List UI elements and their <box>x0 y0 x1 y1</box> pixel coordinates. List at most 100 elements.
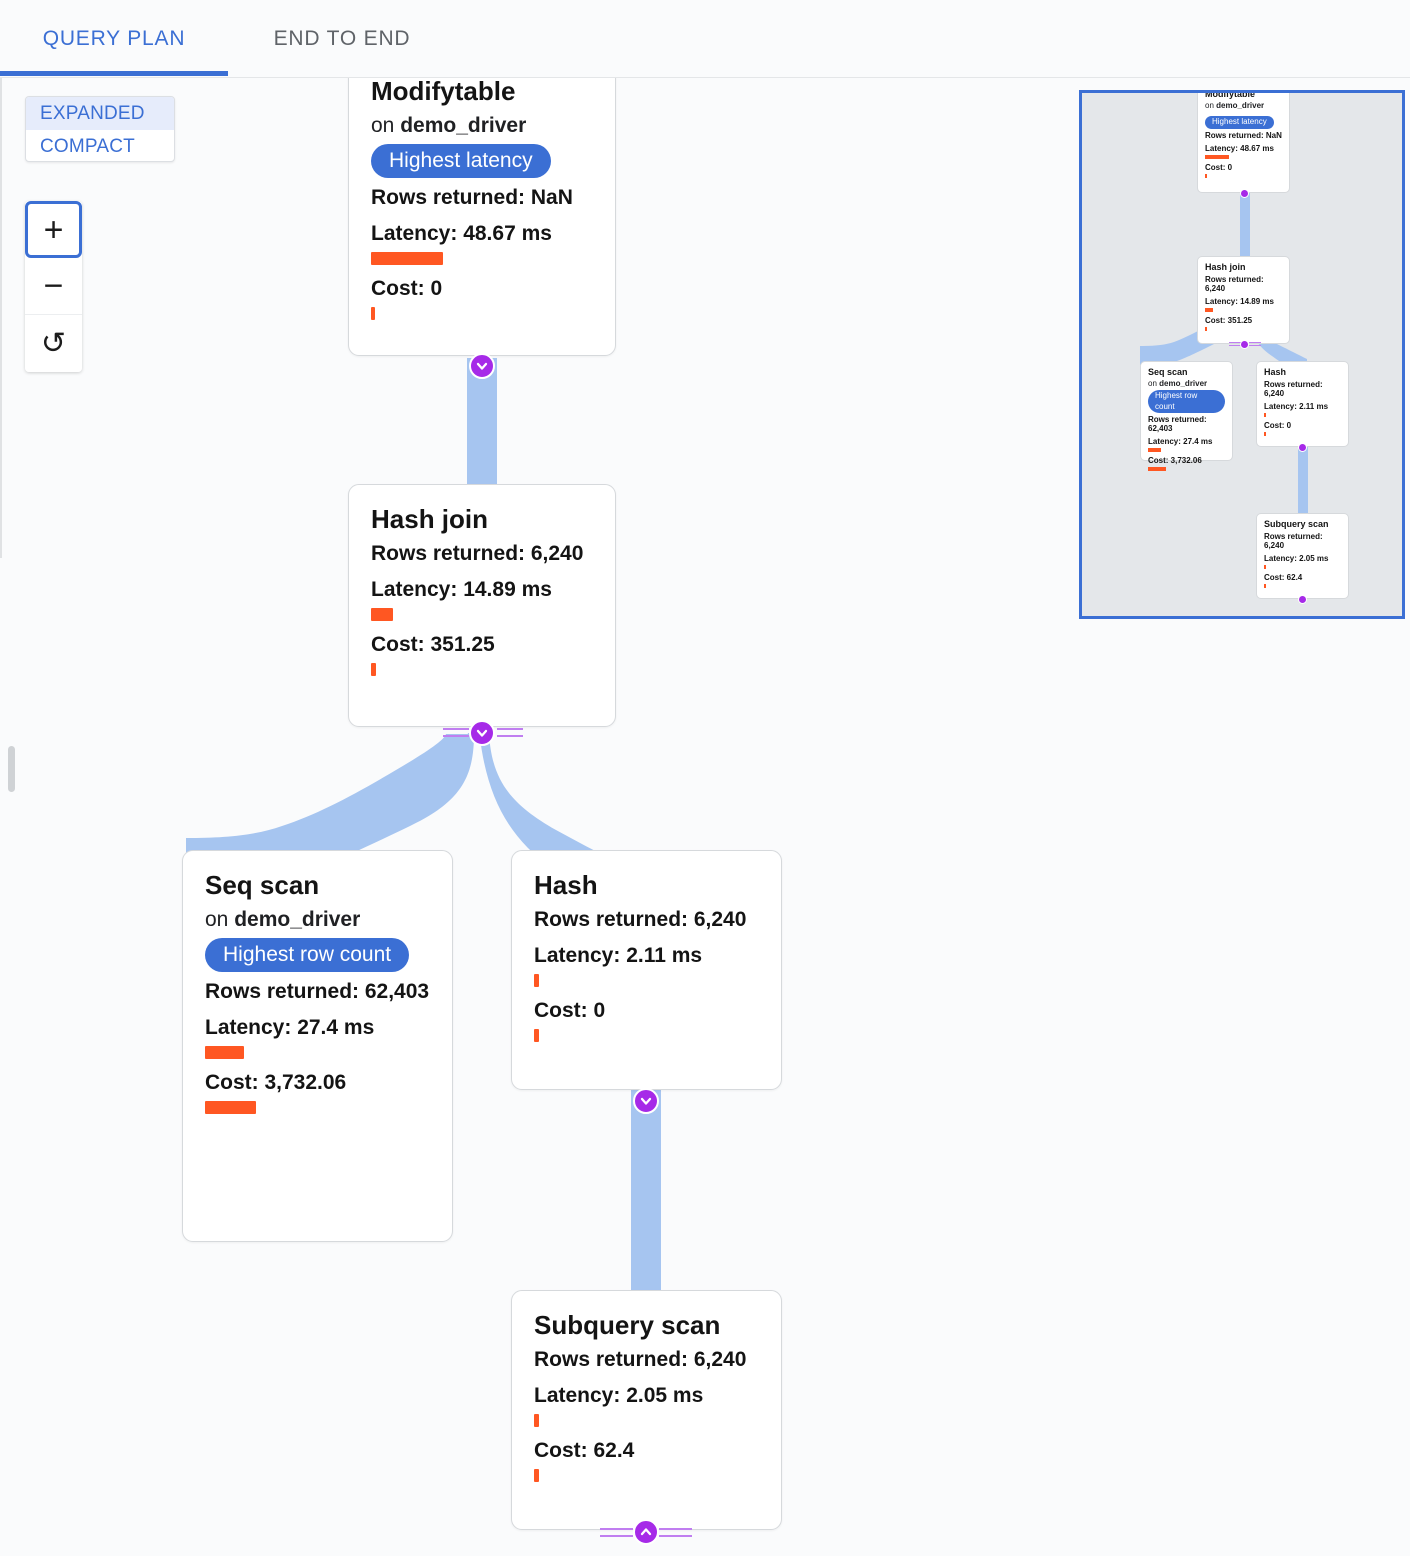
chevron-down-icon <box>640 1097 652 1105</box>
latency-bar <box>1148 448 1161 453</box>
metric-cost: Cost: 351.25 <box>371 632 495 656</box>
latency-bar <box>1205 154 1229 159</box>
metric-cost: Cost: 351.25 <box>1205 315 1253 325</box>
minus-icon: − <box>43 267 64 305</box>
latency-bar <box>1264 412 1266 417</box>
plan-node-subqueryscan[interactable]: Subquery scan Rows returned: 6,240 Laten… <box>511 1290 782 1530</box>
relation-name: demo_driver <box>1159 378 1208 388</box>
metric-cost: Cost: 0 <box>371 276 443 300</box>
panel-resize-grip[interactable] <box>8 746 15 792</box>
metric-rows-returned: Rows returned: NaN <box>371 185 573 209</box>
metric-cost: Cost: 0 <box>1264 420 1292 430</box>
plan-minimap[interactable]: Modifytable on demo_driver Highest laten… <box>1079 90 1405 619</box>
node-title: Modifytable <box>1205 90 1256 99</box>
minimap-node-seqscan[interactable]: Seq scan on demo_driver Highest row coun… <box>1140 361 1233 472</box>
tab-query-plan[interactable]: QUERY PLAN <box>42 26 186 50</box>
chevron-down-icon <box>476 729 488 737</box>
metric-rows-returned: Rows returned: NaN <box>1205 130 1282 140</box>
latency-bar <box>1264 564 1266 569</box>
cost-bar <box>534 1468 539 1482</box>
metric-cost: Cost: 3,732.06 <box>1148 456 1202 466</box>
view-mode-switch[interactable]: EXPANDED COMPACT <box>25 96 175 162</box>
minimap-node-hashjoin[interactable]: Hash join Rows returned: 6,240 Latency: … <box>1197 256 1290 344</box>
cost-bar <box>1148 467 1166 472</box>
zoom-out-button[interactable]: − <box>25 258 82 315</box>
metric-cost: Cost: 0 <box>534 998 606 1022</box>
minimap-node-subqueryscan[interactable]: Subquery scan Rows returned: 6,240 Laten… <box>1256 513 1349 599</box>
node-title: Seq scan <box>1148 367 1188 377</box>
chevron-down-icon <box>476 362 488 370</box>
collapse-handle-hash[interactable] <box>633 1088 659 1114</box>
metric-latency: Latency: 27.4 ms <box>1148 437 1213 447</box>
minimap-rail-left <box>1229 342 1241 347</box>
metric-rows-returned: Rows returned: 6,240 <box>534 907 747 931</box>
minimap-node-modifytable[interactable]: Modifytable on demo_driver Highest laten… <box>1197 90 1290 193</box>
relation-name: demo_driver <box>400 113 527 137</box>
minimap-node-hash[interactable]: Hash Rows returned: 6,240 Latency: 2.11 … <box>1256 361 1349 447</box>
node-relation: on demo_driver <box>205 908 430 932</box>
minimap-rail-right <box>1249 342 1261 347</box>
node-title: Seq scan <box>205 870 320 900</box>
collapse-handle-modifytable[interactable] <box>469 353 495 379</box>
zoom-in-button[interactable]: + <box>25 201 82 258</box>
minimap-handle-hash <box>1298 443 1307 452</box>
metric-rows-returned: Rows returned: 62,403 <box>1148 415 1207 434</box>
cost-bar <box>1264 583 1266 588</box>
metric-latency: Latency: 2.05 ms <box>534 1383 704 1407</box>
metric-rows-returned: Rows returned: 6,240 <box>371 541 584 565</box>
relation-name: demo_driver <box>234 907 361 931</box>
tab-end-to-end[interactable]: END TO END <box>273 26 411 50</box>
status-badge: Highest latency <box>1205 116 1274 129</box>
plan-node-seqscan[interactable]: Seq scan on demo_driver Highest row coun… <box>182 850 453 1242</box>
node-relation: on demo_driver <box>1205 101 1282 112</box>
node-title: Subquery scan <box>534 1310 721 1340</box>
reset-view-button[interactable]: ↺ <box>25 315 82 372</box>
metric-rows-returned: Rows returned: 6,240 <box>1264 531 1323 550</box>
relation-name: demo_driver <box>1216 100 1265 110</box>
latency-bar <box>371 251 443 265</box>
minimap-handle-subqueryscan <box>1298 595 1307 604</box>
metric-rows-returned: Rows returned: 62,403 <box>205 979 430 1003</box>
cost-bar <box>1264 431 1266 436</box>
zoom-controls[interactable]: + − ↺ <box>25 201 82 372</box>
metric-cost: Cost: 3,732.06 <box>205 1070 347 1094</box>
metric-latency: Latency: 14.89 ms <box>371 577 552 601</box>
latency-bar <box>371 607 393 621</box>
active-tab-indicator <box>0 71 228 76</box>
latency-bar <box>205 1045 244 1059</box>
view-mode-compact[interactable]: COMPACT <box>40 135 135 157</box>
metric-latency: Latency: 27.4 ms <box>205 1015 375 1039</box>
metric-latency: Latency: 14.89 ms <box>1205 296 1274 306</box>
latency-bar <box>534 1413 539 1427</box>
plan-node-modifytable[interactable]: Modifytable on demo_driver Highest laten… <box>348 78 616 356</box>
left-rail-divider <box>0 78 2 558</box>
node-title: Hash join <box>1205 262 1246 272</box>
cost-bar <box>1205 326 1207 331</box>
reset-icon: ↺ <box>40 326 67 360</box>
bottom-handle-rail-left <box>600 1527 633 1537</box>
collapse-handle-hashjoin[interactable] <box>469 720 495 746</box>
metric-latency: Latency: 2.11 ms <box>534 943 703 967</box>
bottom-handle-rail-right <box>659 1527 692 1537</box>
node-relation: on demo_driver <box>371 114 593 138</box>
on-label: on <box>205 907 229 931</box>
node-title: Subquery scan <box>1264 519 1329 529</box>
metric-rows-returned: Rows returned: 6,240 <box>1205 274 1264 293</box>
metric-rows-returned: Rows returned: 6,240 <box>1264 379 1323 398</box>
status-badge: Highest row count <box>1148 390 1225 414</box>
node-title: Hash join <box>371 504 489 534</box>
on-label: on <box>371 113 395 137</box>
plan-canvas[interactable]: EXPANDED COMPACT + − ↺ <box>0 78 1410 1556</box>
cost-bar <box>205 1100 256 1114</box>
plus-icon: + <box>43 210 64 249</box>
minimap-handle-modifytable <box>1240 189 1249 198</box>
on-label: on <box>1205 100 1214 110</box>
expand-handle-subqueryscan[interactable] <box>633 1519 659 1545</box>
cost-bar <box>371 306 375 320</box>
node-relation: on demo_driver <box>1148 379 1225 390</box>
cost-bar <box>1205 173 1207 178</box>
view-mode-expanded[interactable]: EXPANDED <box>26 97 174 130</box>
plan-node-hashjoin[interactable]: Hash join Rows returned: 6,240 Latency: … <box>348 484 616 727</box>
plan-node-hash[interactable]: Hash Rows returned: 6,240 Latency: 2.11 … <box>511 850 782 1090</box>
metric-latency: Latency: 48.67 ms <box>1205 143 1274 153</box>
